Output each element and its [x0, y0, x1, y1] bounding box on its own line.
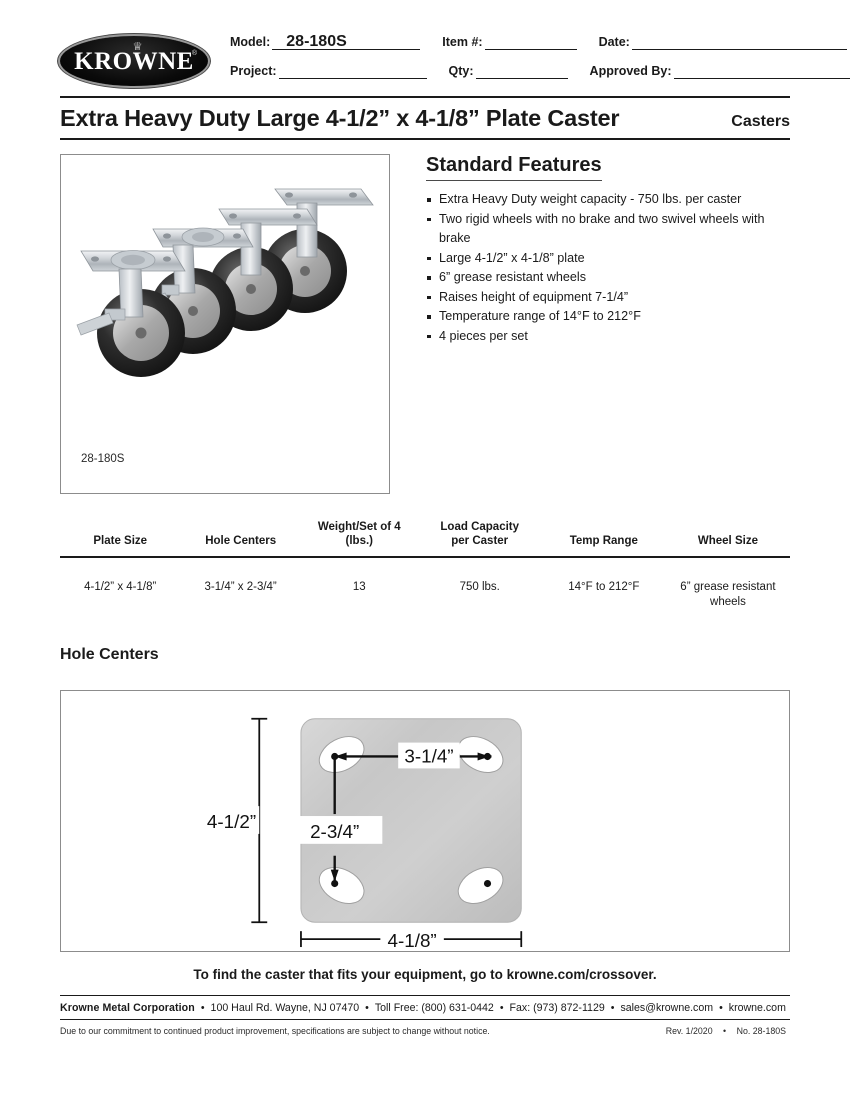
cell-wheel-size: 6” grease resistant wheels: [680, 581, 776, 608]
header-row-1: Model: 28-180S Item #: Date:: [230, 34, 850, 50]
cell-load-capacity: 750 lbs.: [459, 581, 500, 593]
date-field[interactable]: Date:: [599, 34, 847, 50]
standard-features-heading: Standard Features: [426, 154, 602, 181]
product-photo-box: 28-180S: [60, 154, 390, 494]
toll-free-number: Toll Free: (800) 631-0442: [374, 1002, 494, 1014]
brand-logo: ♕ KROWNE ®: [60, 30, 212, 86]
revision-date: Rev. 1/2020: [665, 1026, 713, 1036]
website-link[interactable]: krowne.com: [728, 1002, 786, 1014]
caster-swivel-brake-front: [76, 250, 186, 377]
column-header-wheel-size: Wheel Size: [697, 535, 758, 547]
list-item: 6” grease resistant wheels: [426, 268, 790, 288]
qty-field[interactable]: Qty:: [449, 63, 568, 79]
qty-label: Qty:: [448, 64, 474, 78]
four-caster-product-photo: [76, 188, 374, 377]
title-rule-top: [60, 96, 790, 98]
bullet-icon: •: [499, 1002, 504, 1014]
page-title: Extra Heavy Duty Large 4-1/2” x 4-1/8” P…: [60, 105, 620, 131]
logo-wordmark: KROWNE: [74, 48, 194, 76]
hole-centers-heading: Hole Centers: [60, 646, 159, 663]
approved-by-field[interactable]: Approved By:: [590, 63, 850, 79]
standard-features-list: Extra Heavy Duty weight capacity - 750 l…: [426, 190, 790, 346]
list-item: Large 4-1/2” x 4-1/8” plate: [426, 249, 790, 269]
dimension-label-hole-vertical: 2-3/4”: [310, 821, 359, 842]
bullet-icon: •: [610, 1002, 615, 1014]
list-item: Extra Heavy Duty weight capacity - 750 l…: [426, 190, 790, 210]
bullet-icon: •: [200, 1002, 205, 1014]
document-number: No. 28-180S: [736, 1026, 786, 1036]
main-content: 28-180S Standard Features Extra Heavy Du…: [60, 154, 790, 494]
registered-trademark-icon: ®: [191, 50, 197, 57]
crown-icon: ♕: [132, 41, 143, 53]
bullet-icon: •: [723, 1026, 727, 1036]
header-row-2: Project: Qty: Approved By:: [230, 63, 850, 79]
project-field[interactable]: Project:: [230, 63, 427, 79]
footer-rule-bottom: [60, 1019, 790, 1020]
list-item: 4 pieces per set: [426, 327, 790, 347]
item-number-field[interactable]: Item #:: [442, 34, 577, 50]
column-header-temp-range: Temp Range: [569, 535, 638, 547]
photo-caption: 28-180S: [81, 453, 125, 465]
cell-temp-range: 14°F to 212°F: [568, 581, 640, 593]
krowne-logo-oval: ♕ KROWNE ®: [60, 36, 208, 86]
dimension-label-plate-width: 4-1/8”: [387, 930, 436, 951]
table-header-row: Plate Size Hole Centers Weight/Set of 4 …: [60, 516, 790, 557]
model-value: 28-180S: [286, 33, 347, 50]
email-address[interactable]: sales@krowne.com: [620, 1002, 714, 1014]
dimension-label-hole-horizontal: 3-1/4”: [404, 745, 453, 766]
cell-weight: 13: [352, 581, 366, 593]
column-header-weight: Weight/Set of 4 (lbs.): [317, 521, 401, 547]
category-label: Casters: [731, 113, 790, 130]
standard-features-section: Standard Features Extra Heavy Duty weigh…: [390, 154, 790, 494]
list-item: Two rigid wheels with no brake and two s…: [426, 210, 790, 249]
column-header-load-capacity: Load Capacity per Caster: [440, 521, 520, 547]
date-label: Date:: [598, 35, 630, 49]
dimension-line-hole-vertical: [330, 756, 339, 884]
footer-company-line: Krowne Metal Corporation • 100 Haul Rd. …: [60, 996, 790, 1019]
header-form-fields: Model: 28-180S Item #: Date: Project:: [212, 30, 850, 92]
list-item: Raises height of equipment 7-1/4”: [426, 288, 790, 308]
fax-number: Fax: (973) 872-1129: [509, 1002, 605, 1014]
footer-rule-top: [60, 995, 790, 996]
revision-info: Rev. 1/2020 • No. 28-180S: [662, 1026, 790, 1036]
page-header: ♕ KROWNE ® Model: 28-180S Item #: Date:: [60, 0, 850, 92]
approved-by-label: Approved By:: [589, 64, 672, 78]
crossover-cta[interactable]: To find the caster that fits your equipm…: [193, 967, 657, 982]
bullet-icon: •: [365, 1002, 369, 1014]
specification-table: Plate Size Hole Centers Weight/Set of 4 …: [60, 516, 790, 620]
list-item: Temperature range of 14°F to 212°F: [426, 307, 790, 327]
hole-centers-diagram-box: 3-1/4” 2-3/4” 4-1/2”: [60, 690, 790, 952]
dimension-label-plate-height: 4-1/2”: [207, 811, 256, 832]
company-name: Krowne Metal Corporation: [60, 1002, 195, 1014]
hole-centers-diagram: 3-1/4” 2-3/4” 4-1/2”: [203, 717, 523, 951]
footer-bottom-line: Due to our commitment to continued produ…: [60, 1020, 790, 1036]
caster-swivel-brake-back: [146, 227, 254, 354]
disclaimer-text: Due to our commitment to continued produ…: [60, 1026, 490, 1036]
item-number-label: Item #:: [442, 35, 483, 49]
table-row: 4-1/2” x 4-1/8” 3-1/4” x 2-3/4” 13 750 l…: [60, 557, 790, 620]
bullet-icon: •: [719, 1002, 723, 1014]
cell-hole-centers: 3-1/4” x 2-3/4”: [204, 581, 277, 593]
cell-plate-size: 4-1/2” x 4-1/8”: [84, 581, 157, 593]
title-band: Extra Heavy Duty Large 4-1/2” x 4-1/8” P…: [60, 98, 790, 138]
column-header-hole-centers: Hole Centers: [205, 535, 277, 547]
model-field[interactable]: Model: 28-180S: [230, 33, 421, 50]
project-label: Project:: [230, 64, 277, 78]
title-rule-bottom: [60, 138, 790, 140]
model-label: Model:: [230, 35, 271, 49]
column-header-plate-size: Plate Size: [93, 535, 148, 547]
company-address: 100 Haul Rd. Wayne, NJ 07470: [210, 1002, 360, 1014]
